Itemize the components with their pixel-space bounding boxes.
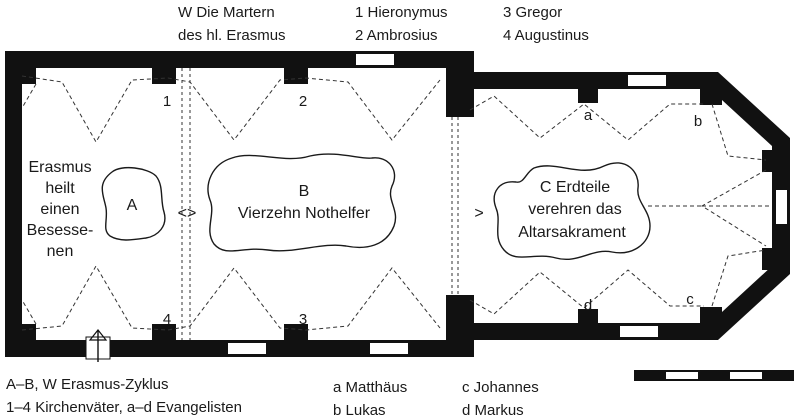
field-b-letter: B	[299, 183, 310, 200]
marker-c: c	[686, 291, 694, 308]
vault-ribs	[21, 68, 770, 340]
marker-4: 4	[163, 311, 171, 328]
legend-d: d Markus	[462, 402, 524, 416]
marker-b: b	[694, 113, 702, 130]
erasmus-line-5: nen	[47, 243, 74, 260]
erasmus-line-2: heilt	[45, 180, 75, 197]
vault-medallions	[101, 153, 651, 260]
medallion-a	[101, 166, 166, 241]
legend-erasmus-cycle: A–B, W Erasmus-Zyklus	[6, 376, 169, 393]
scale-bar	[634, 370, 794, 381]
medallion-b	[207, 153, 397, 252]
window-nave-south-2	[370, 343, 408, 354]
plan-labels: Erasmus heilt einen Besesse- nen A <> B …	[27, 93, 703, 328]
erasmus-line-1: Erasmus	[28, 159, 91, 176]
west-wall-subtitle: des hl. Erasmus	[178, 27, 286, 44]
choir-south-wall	[446, 323, 713, 340]
west-wall-title: W Die Martern	[178, 4, 275, 21]
window-apse-east	[776, 190, 787, 224]
church-father-2: 2 Ambrosius	[355, 27, 438, 44]
top-labels: W Die Martern des hl. Erasmus 1 Hieronym…	[178, 4, 589, 44]
window-nave-south	[228, 343, 266, 354]
marker-a: a	[584, 107, 593, 124]
arrow-b-c: >	[474, 205, 483, 222]
church-father-3: 3 Gregor	[503, 4, 562, 21]
window-choir-south	[620, 326, 658, 337]
field-c-line-3: Altarsakrament	[518, 224, 626, 241]
marker-d: d	[584, 297, 592, 314]
marker-1: 1	[163, 93, 171, 110]
nave-north-wall	[5, 51, 470, 68]
arrow-a-b: <>	[178, 205, 197, 222]
marker-2: 2	[299, 93, 307, 110]
legend-fathers-evangelists: 1–4 Kirchenväter, a–d Evangelisten	[6, 399, 242, 416]
nave-west-wall	[5, 51, 22, 357]
medallion-c	[493, 162, 651, 260]
legend-a: a Matthäus	[333, 379, 407, 396]
window-choir-north	[628, 75, 666, 86]
field-b-title: Vierzehn Nothelfer	[238, 205, 371, 222]
field-a-label: A	[127, 197, 138, 214]
legend-c: c Johannes	[462, 379, 539, 396]
church-father-1: 1 Hieronymus	[355, 4, 448, 21]
legend: A–B, W Erasmus-Zyklus 1–4 Kirchenväter, …	[6, 376, 539, 416]
church-father-4: 4 Augustinus	[503, 27, 589, 44]
erasmus-line-4: Besesse-	[27, 222, 94, 239]
erasmus-line-3: einen	[40, 201, 79, 218]
choir-apse-wall	[700, 72, 790, 340]
marker-3: 3	[299, 311, 307, 328]
field-c-line-1: C Erdteile	[540, 179, 610, 196]
field-c-line-2: verehren das	[528, 201, 621, 218]
legend-b: b Lukas	[333, 402, 386, 416]
window-nave-north	[356, 54, 394, 65]
choir-north-wall	[446, 72, 713, 89]
church-walls	[5, 51, 790, 362]
